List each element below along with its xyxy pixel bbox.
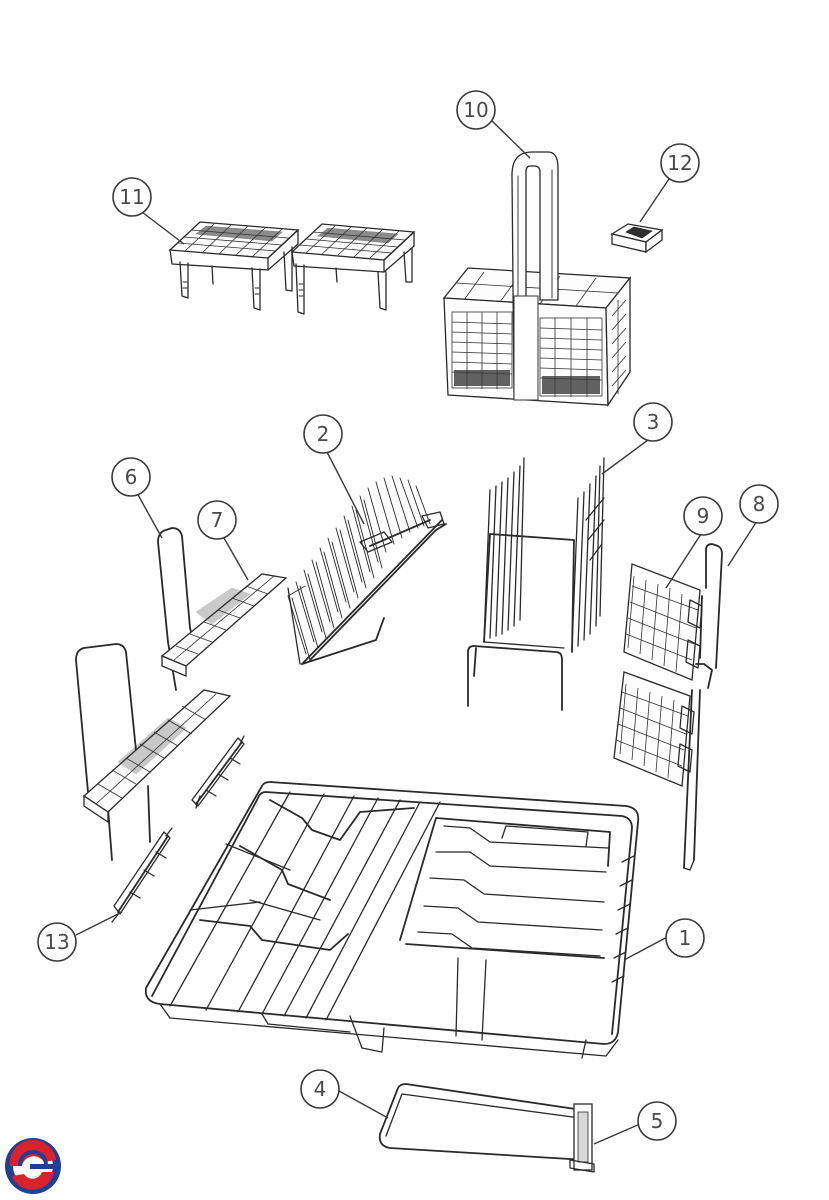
cutlery-basket (442, 151, 632, 408)
cup-shelf-lower (82, 689, 232, 824)
svg-text:9: 9 (697, 504, 710, 528)
callout-13: 13 (37, 922, 77, 962)
svg-text:11: 11 (119, 185, 144, 209)
cup-shelf-stand-lower (75, 643, 151, 861)
callout-11: 11 (112, 177, 152, 217)
svg-text:6: 6 (125, 465, 138, 489)
callout-4: 4 (300, 1069, 340, 1109)
callout-7: 7 (197, 500, 237, 540)
svg-text:3: 3 (647, 410, 660, 434)
svg-text:10: 10 (463, 98, 488, 122)
callout-10: 10 (456, 90, 496, 130)
side-grid-panel-upper (623, 563, 703, 681)
svg-text:8: 8 (753, 492, 766, 516)
svg-text:4: 4 (314, 1077, 327, 1101)
basket-lids (168, 221, 416, 315)
callouts: 10 11 12 2 3 6 7 8 (37, 90, 779, 1145)
svg-text:7: 7 (211, 508, 224, 532)
rail-end-cap (569, 1103, 595, 1173)
hook-bracket-lower (111, 827, 173, 923)
basket-lid-right (290, 223, 416, 315)
basket-lid-left (168, 221, 300, 311)
callout-8: 8 (739, 484, 779, 524)
lower-basket-folding-tines (399, 817, 611, 1041)
callout-6: 6 (111, 457, 151, 497)
plate-rack (467, 457, 605, 711)
svg-text:5: 5 (651, 1109, 664, 1133)
svg-text:13: 13 (44, 930, 69, 954)
wheel-rail-frame (378, 1083, 587, 1161)
cup-shelf-upper (160, 573, 288, 677)
callout-12: 12 (660, 143, 700, 183)
callout-3: 3 (633, 402, 673, 442)
svg-text:1: 1 (679, 926, 692, 950)
side-grid-panel-lower (613, 671, 695, 787)
callout-5: 5 (637, 1101, 677, 1141)
small-clip (610, 223, 664, 254)
callout-2: 2 (303, 414, 343, 454)
folding-tine-rack (287, 475, 447, 665)
callout-1: 1 (665, 918, 705, 958)
brand-logo-icon (5, 1138, 61, 1194)
basket-front-grid (451, 311, 603, 397)
callout-9: 9 (683, 496, 723, 536)
lower-basket (144, 781, 640, 1059)
svg-text:2: 2 (317, 422, 330, 446)
basket-handle (511, 151, 559, 401)
hook-bracket-upper (191, 735, 245, 809)
svg-text:12: 12 (667, 151, 692, 175)
